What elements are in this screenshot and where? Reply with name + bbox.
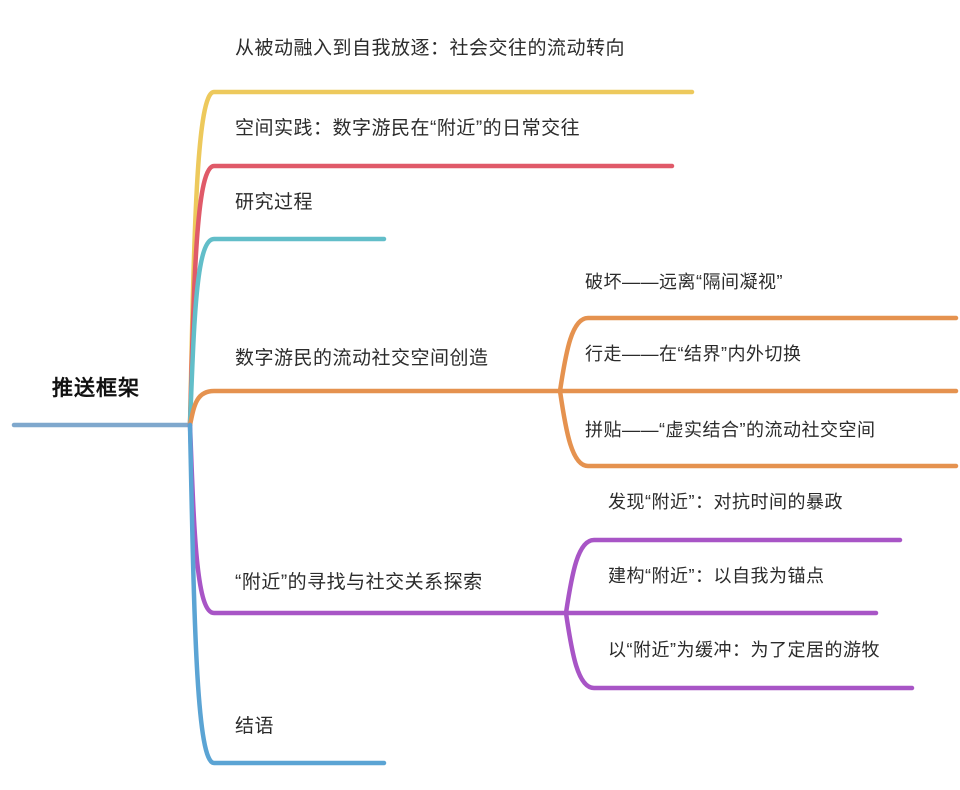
branch-edge-5 bbox=[187, 422, 387, 766]
branch-edge-2 bbox=[187, 236, 387, 428]
branch-label-5[interactable]: 结语 bbox=[235, 716, 275, 737]
branch-label-1[interactable]: 空间实践：数字游民在“附近”的日常交往 bbox=[235, 118, 581, 139]
branch-label-0[interactable]: 从被动融入到自我放逐：社会交往的流动转向 bbox=[235, 38, 626, 59]
sub-branch-label-3-2[interactable]: 拼贴——“虚实结合”的流动社交空间 bbox=[585, 420, 876, 440]
sub-branch-edge-3-0 bbox=[557, 315, 959, 394]
branch-label-2[interactable]: 研究过程 bbox=[235, 192, 314, 213]
branch-label-3[interactable]: 数字游民的流动社交空间创造 bbox=[235, 348, 489, 369]
sub-branch-label-4-2[interactable]: 以“附近”为缓冲：为了定居的游牧 bbox=[608, 640, 880, 660]
sub-branch-label-4-0[interactable]: 发现“附近”：对抗时间的暴政 bbox=[608, 492, 843, 512]
sub-branch-label-4-1[interactable]: 建构“附近”：以自我为锚点 bbox=[608, 566, 825, 586]
sub-branch-edge-4-0 bbox=[563, 537, 903, 616]
sub-branch-edge-3-2 bbox=[557, 388, 959, 469]
branch-edge-3 bbox=[187, 388, 563, 428]
sub-branch-label-3-1[interactable]: 行走——在“结界”内外切换 bbox=[585, 344, 802, 364]
sub-branch-label-3-0[interactable]: 破坏——远离“隔间凝视” bbox=[585, 272, 783, 292]
branch-label-4[interactable]: “附近”的寻找与社交关系探索 bbox=[235, 572, 483, 593]
root-node-label[interactable]: 推送框架 bbox=[52, 377, 140, 400]
sub-branch-edge-4-2 bbox=[563, 610, 915, 691]
branch-edge-0 bbox=[187, 89, 695, 428]
